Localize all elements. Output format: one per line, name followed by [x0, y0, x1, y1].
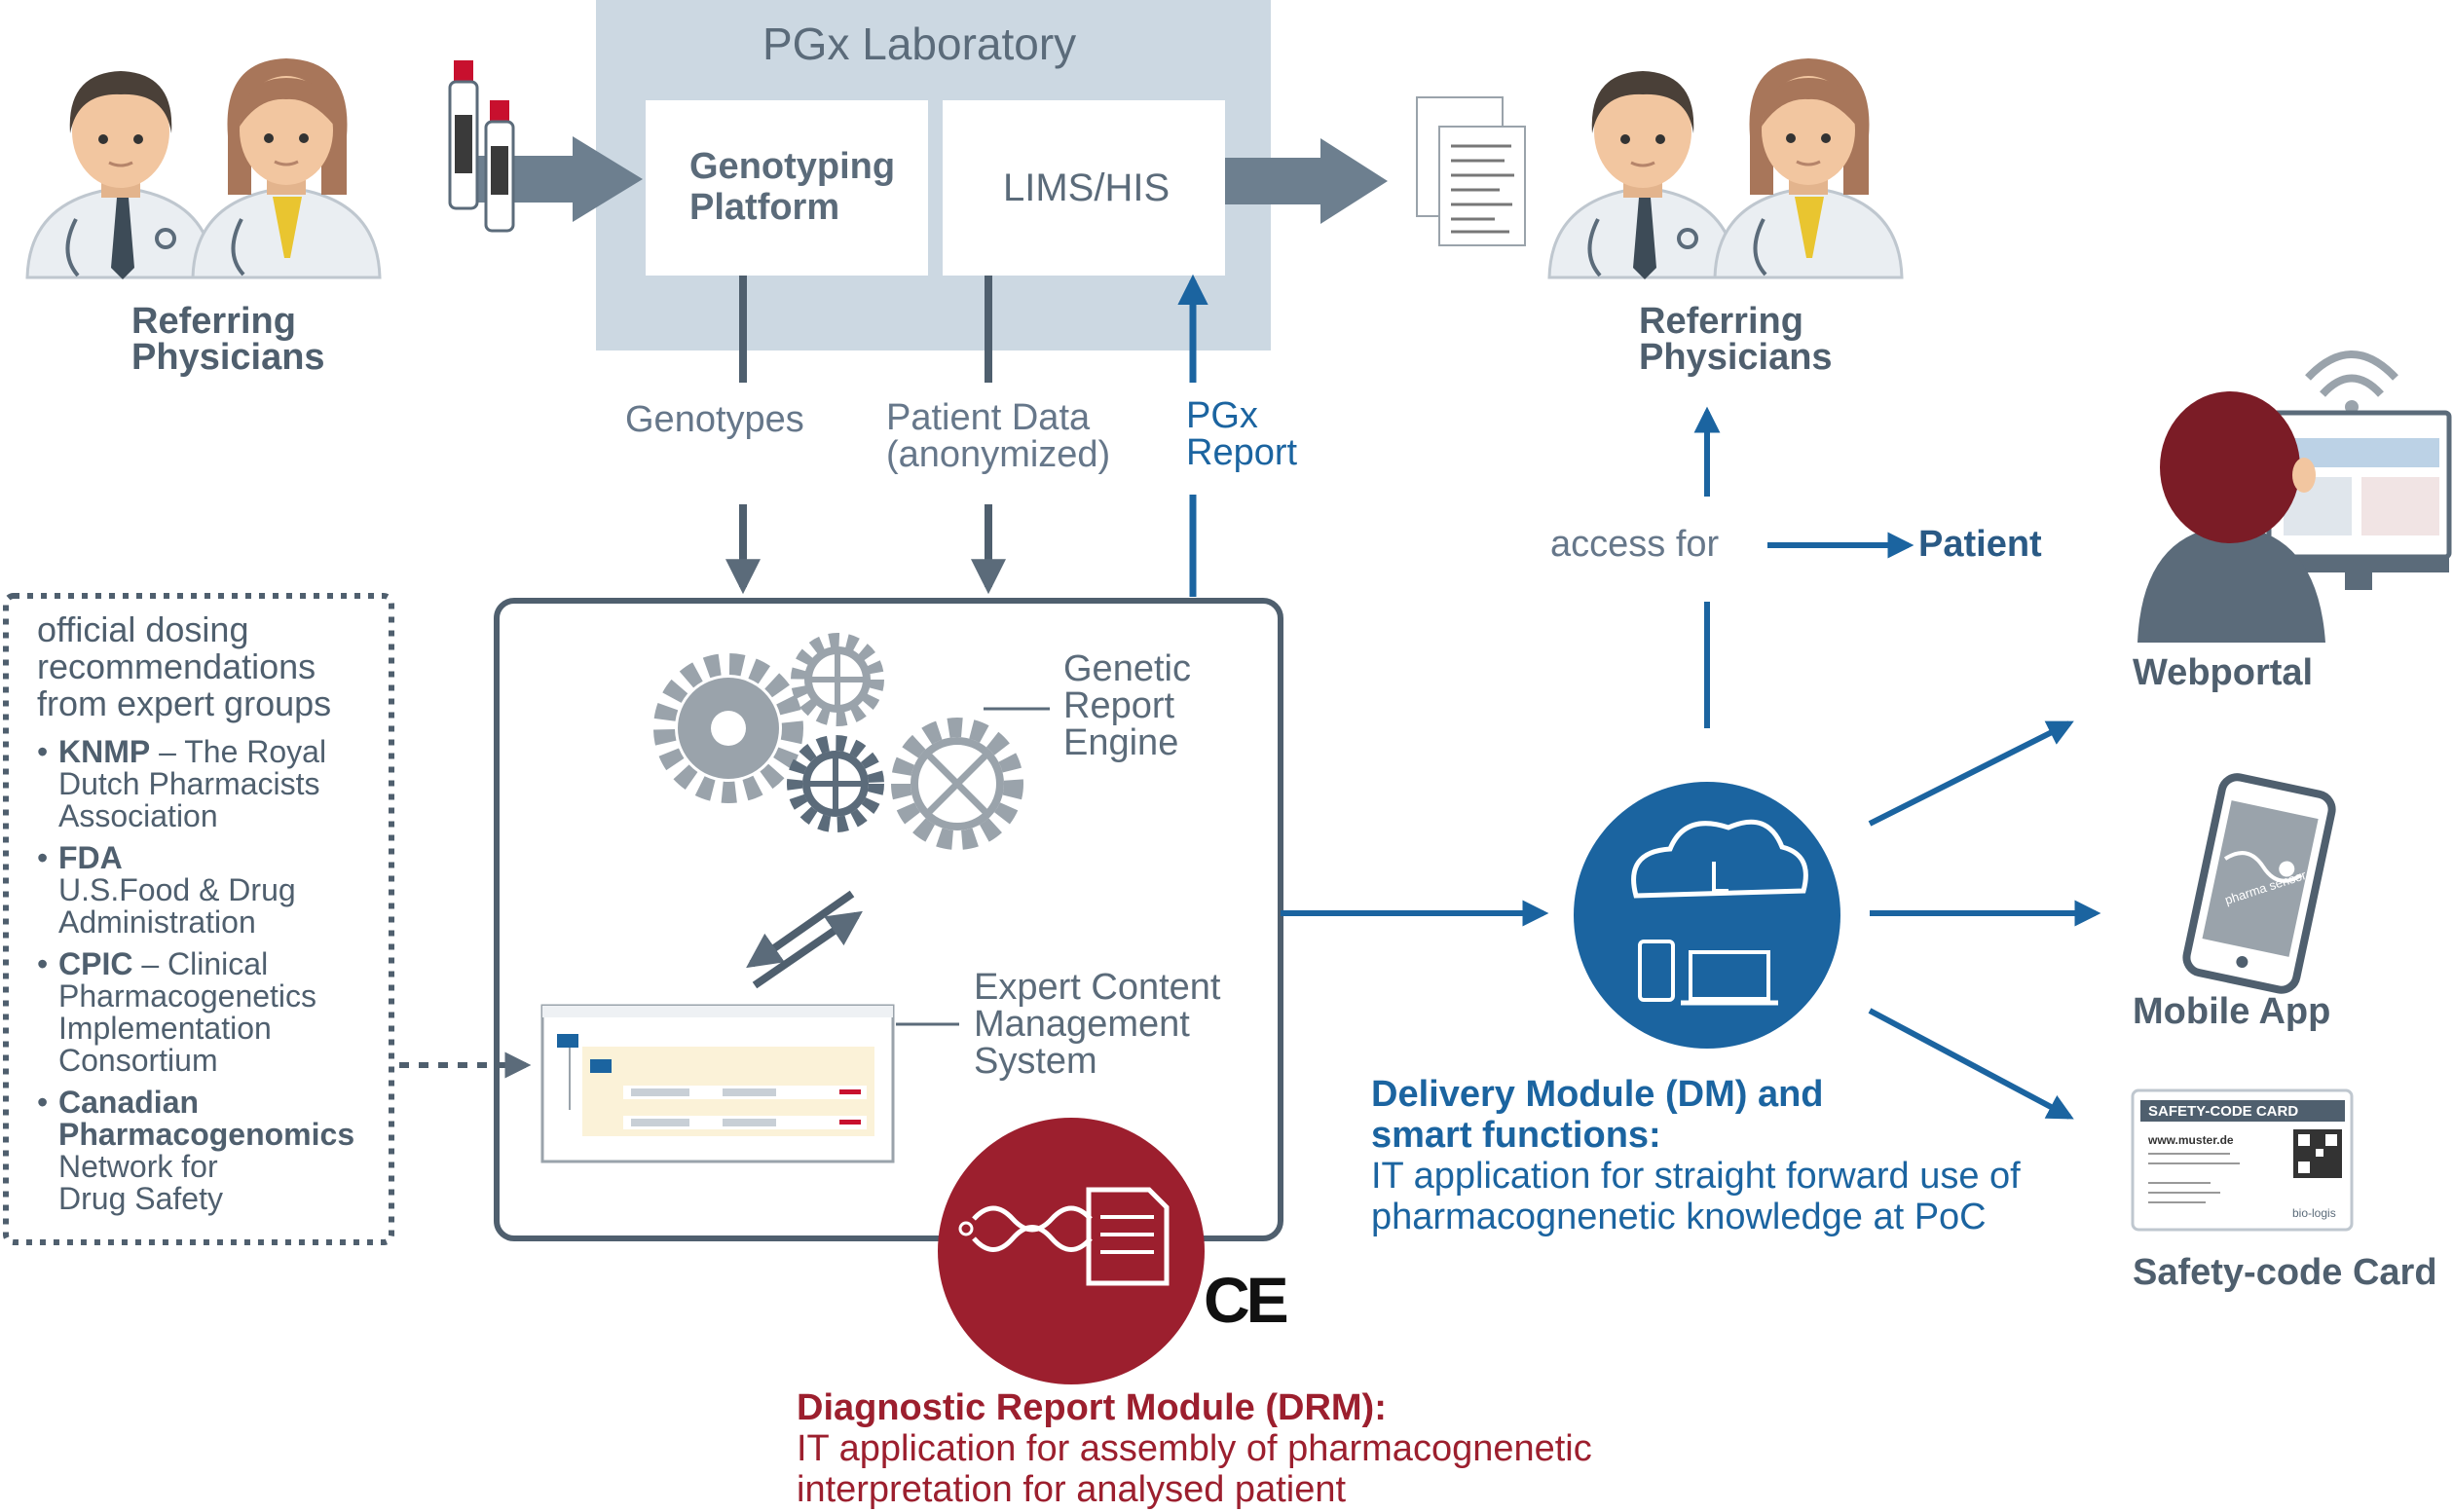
dosing-box — [3, 593, 394, 1245]
delivery-module-text: Delivery Module (DM) and smart functions… — [1371, 1074, 2021, 1237]
diagnostic-module-text: Diagnostic Report Module (DRM): IT appli… — [797, 1387, 1592, 1510]
access-for-label: access for — [1550, 524, 1720, 565]
physician-female-right-icon — [1713, 58, 1904, 279]
to-webportal-arrow — [1868, 720, 2074, 827]
report-documents-icon — [1416, 96, 1526, 246]
dm-desc-line1: IT application for straight forward use … — [1371, 1156, 2021, 1197]
genetic-line1: Genetic — [1063, 648, 1191, 689]
mobile-app-label: Mobile App — [2133, 991, 2331, 1032]
genotypes-label: Genotypes — [625, 399, 804, 440]
ce-mark: CE — [1204, 1264, 1289, 1336]
card-brand: bio-logis — [2292, 1206, 2336, 1220]
knmp-name: KNMP — [58, 734, 151, 769]
lab-title: PGx Laboratory — [762, 18, 1077, 69]
referring-physicians-left: Referring Physicians — [131, 301, 325, 378]
dosing-item-fda: FDA U.S.Food & Drug Administration — [37, 842, 378, 939]
physicians-left-line2: Physicians — [131, 337, 325, 378]
gears-icon — [653, 633, 1023, 850]
dosing-head-line1: official dosing — [37, 609, 249, 649]
cpic-rest3: Implementation — [58, 1011, 272, 1046]
ecms-label: Expert Content Management System — [974, 969, 1220, 1080]
dosing-item-canadian: Canadian Pharmacogenomics Network for Dr… — [37, 1087, 378, 1215]
drm-desc-line2: interpretation for analysed patient — [797, 1469, 1347, 1510]
patient-label: Patient — [1918, 524, 2042, 565]
report-arrow — [1225, 138, 1388, 224]
fda-rest1: U.S.Food & Drug — [58, 872, 296, 907]
cpic-name: CPIC — [58, 946, 133, 981]
fda-rest2: Administration — [58, 904, 256, 940]
physicians-left-line1: Referring — [131, 301, 296, 342]
mobile-app-icon — [2182, 773, 2336, 994]
genotyping-line2: Platform — [689, 187, 840, 228]
ecms-line1: Expert Content — [974, 967, 1221, 1008]
genetic-line3: Engine — [1063, 722, 1179, 763]
patient-data-label: Patient Data (anonymized) — [886, 399, 1110, 473]
knmp-rest2: Dutch Pharmacists — [58, 766, 320, 801]
canadian-name2: Pharmacogenomics — [58, 1117, 355, 1152]
pgx-report-label: PGx Report — [1186, 397, 1297, 471]
dosing-recommendations: official dosing recommendations from exp… — [37, 611, 378, 1225]
cpic-rest1: Clinical — [167, 946, 269, 981]
diagnostic-report-icon — [938, 1118, 1205, 1384]
sample-tubes-icon — [448, 60, 515, 233]
card-url: www.muster.de — [2148, 1133, 2234, 1147]
dosing-item-cpic: CPIC – Clinical Pharmacogenetics Impleme… — [37, 948, 378, 1077]
card-header: SAFETY-CODE CARD — [2148, 1103, 2299, 1120]
canadian-rest2: Drug Safety — [58, 1181, 223, 1216]
cpic-sep: – — [132, 946, 168, 981]
canadian-rest1: Network for — [58, 1149, 218, 1184]
dosing-item-knmp: KNMP – The Royal Dutch Pharmacists Assoc… — [37, 736, 378, 832]
dm-title-line2: smart functions: — [1371, 1115, 1661, 1156]
patient-data-line1: Patient Data — [886, 397, 1091, 438]
delivery-module-icon — [1574, 782, 1840, 1049]
patient-data-line2: (anonymized) — [886, 434, 1111, 475]
exchange-arrows-icon — [746, 890, 863, 989]
dosing-list: KNMP – The Royal Dutch Pharmacists Assoc… — [37, 736, 378, 1215]
drm-title: Diagnostic Report Module (DRM): — [797, 1387, 1387, 1428]
webportal-label: Webportal — [2133, 652, 2314, 693]
ecms-line2: Management — [974, 1004, 1190, 1045]
genotyping-box — [646, 100, 928, 276]
genetic-line2: Report — [1063, 685, 1175, 726]
canadian-name: Canadian — [58, 1085, 200, 1120]
dosing-head-line2: recommendations — [37, 646, 316, 686]
dm-title-line1: Delivery Module (DM) and — [1371, 1074, 1824, 1115]
lims-box — [943, 100, 1225, 276]
safety-card-icon — [2131, 1088, 2354, 1232]
referring-physicians-right: Referring Physicians — [1639, 301, 1833, 378]
dm-desc-line2: pharmacognenetic knowledge at PoC — [1371, 1197, 1987, 1237]
pgx-report-line2: Report — [1186, 432, 1298, 473]
safety-card-label: Safety-code Card — [2133, 1252, 2437, 1293]
webportal-icon — [2137, 350, 2452, 643]
pgx-report-line1: PGx — [1186, 395, 1258, 436]
drm-desc-line1: IT application for assembly of pharmacog… — [797, 1428, 1592, 1469]
dosing-heading: official dosing recommendations from exp… — [37, 611, 378, 722]
knmp-sep: – — [150, 734, 185, 769]
physician-male-right-icon — [1547, 71, 1738, 279]
genotyping-line1: Genotyping — [689, 146, 896, 187]
physicians-right-line1: Referring — [1639, 301, 1803, 342]
content-management-screen-icon — [540, 1004, 895, 1163]
ecms-line3: System — [974, 1041, 1097, 1082]
fda-name: FDA — [58, 840, 123, 875]
cpic-rest2: Pharmacogenetics — [58, 978, 317, 1014]
lims-his-label: LIMS/HIS — [1003, 166, 1171, 209]
physicians-right-line2: Physicians — [1639, 337, 1833, 378]
genotyping-platform-label: Genotyping Platform — [689, 146, 895, 228]
knmp-rest1: The Royal — [184, 734, 327, 769]
dosing-head-line3: from expert groups — [37, 683, 332, 723]
to-card-arrow — [1868, 1008, 2074, 1120]
knmp-rest3: Association — [58, 798, 218, 833]
physician-female-left-icon — [191, 58, 382, 279]
physician-male-left-icon — [25, 71, 216, 279]
genetic-report-engine-label: Genetic Report Engine — [1063, 650, 1191, 761]
cpic-rest4: Consortium — [58, 1043, 218, 1078]
